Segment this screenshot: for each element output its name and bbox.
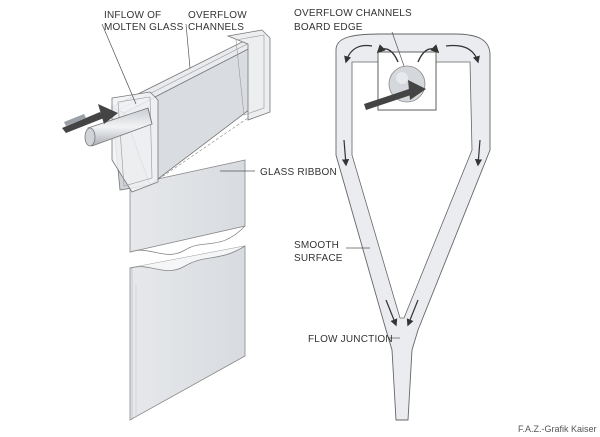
overflow-arrow-left-icon [376, 44, 399, 63]
inflow-pipe [84, 107, 153, 147]
converge-arrow-left-icon [385, 299, 398, 327]
cross-section-inflow-arrow-icon [364, 80, 426, 110]
forming-trough [111, 29, 271, 193]
overflow-arrow-right-icon [417, 44, 440, 63]
outer-arrow-left-icon [344, 44, 373, 64]
left-diagram: INFLOW OF MOLTEN GLASS OVERFLOW CHANNELS… [62, 10, 337, 421]
flow-junction-label: FLOW JUNCTION [308, 334, 393, 345]
converge-arrow-right-icon [406, 299, 419, 327]
overflow-channels-label: OVERFLOW CHANNELS [294, 8, 412, 19]
overflow-channels-label-line1: OVERFLOW [188, 10, 247, 21]
smooth-surface-label-line1: SMOOTH [294, 240, 339, 251]
graphic-credit: F.A.Z.-Grafik Kaiser [518, 424, 597, 434]
down-arrow-left-icon [341, 139, 350, 167]
inflow-arrow-icon [62, 104, 118, 133]
outer-arrow-right-icon [445, 44, 480, 64]
glass-ribbon [129, 159, 246, 421]
smooth-surface-label-line2: SURFACE [294, 253, 343, 264]
inflow-leader-line [101, 23, 137, 105]
inflow-label-line2: MOLTEN GLASS [104, 22, 184, 33]
overflow-leader-line [185, 23, 191, 69]
glass-ribbon-label: GLASS RIBBON [260, 167, 337, 178]
down-arrow-right-icon [474, 139, 483, 167]
inflow-label-line1: INFLOW OF [104, 10, 161, 21]
right-diagram: OVERFLOW CHANNELS BOARD EDGE SMOOTH SURF… [294, 8, 491, 421]
overflow-channels-label-line2: CHANNELS [188, 22, 244, 33]
board-edge-label: BOARD EDGE [294, 22, 363, 33]
board-edge-leader-line [391, 31, 405, 67]
